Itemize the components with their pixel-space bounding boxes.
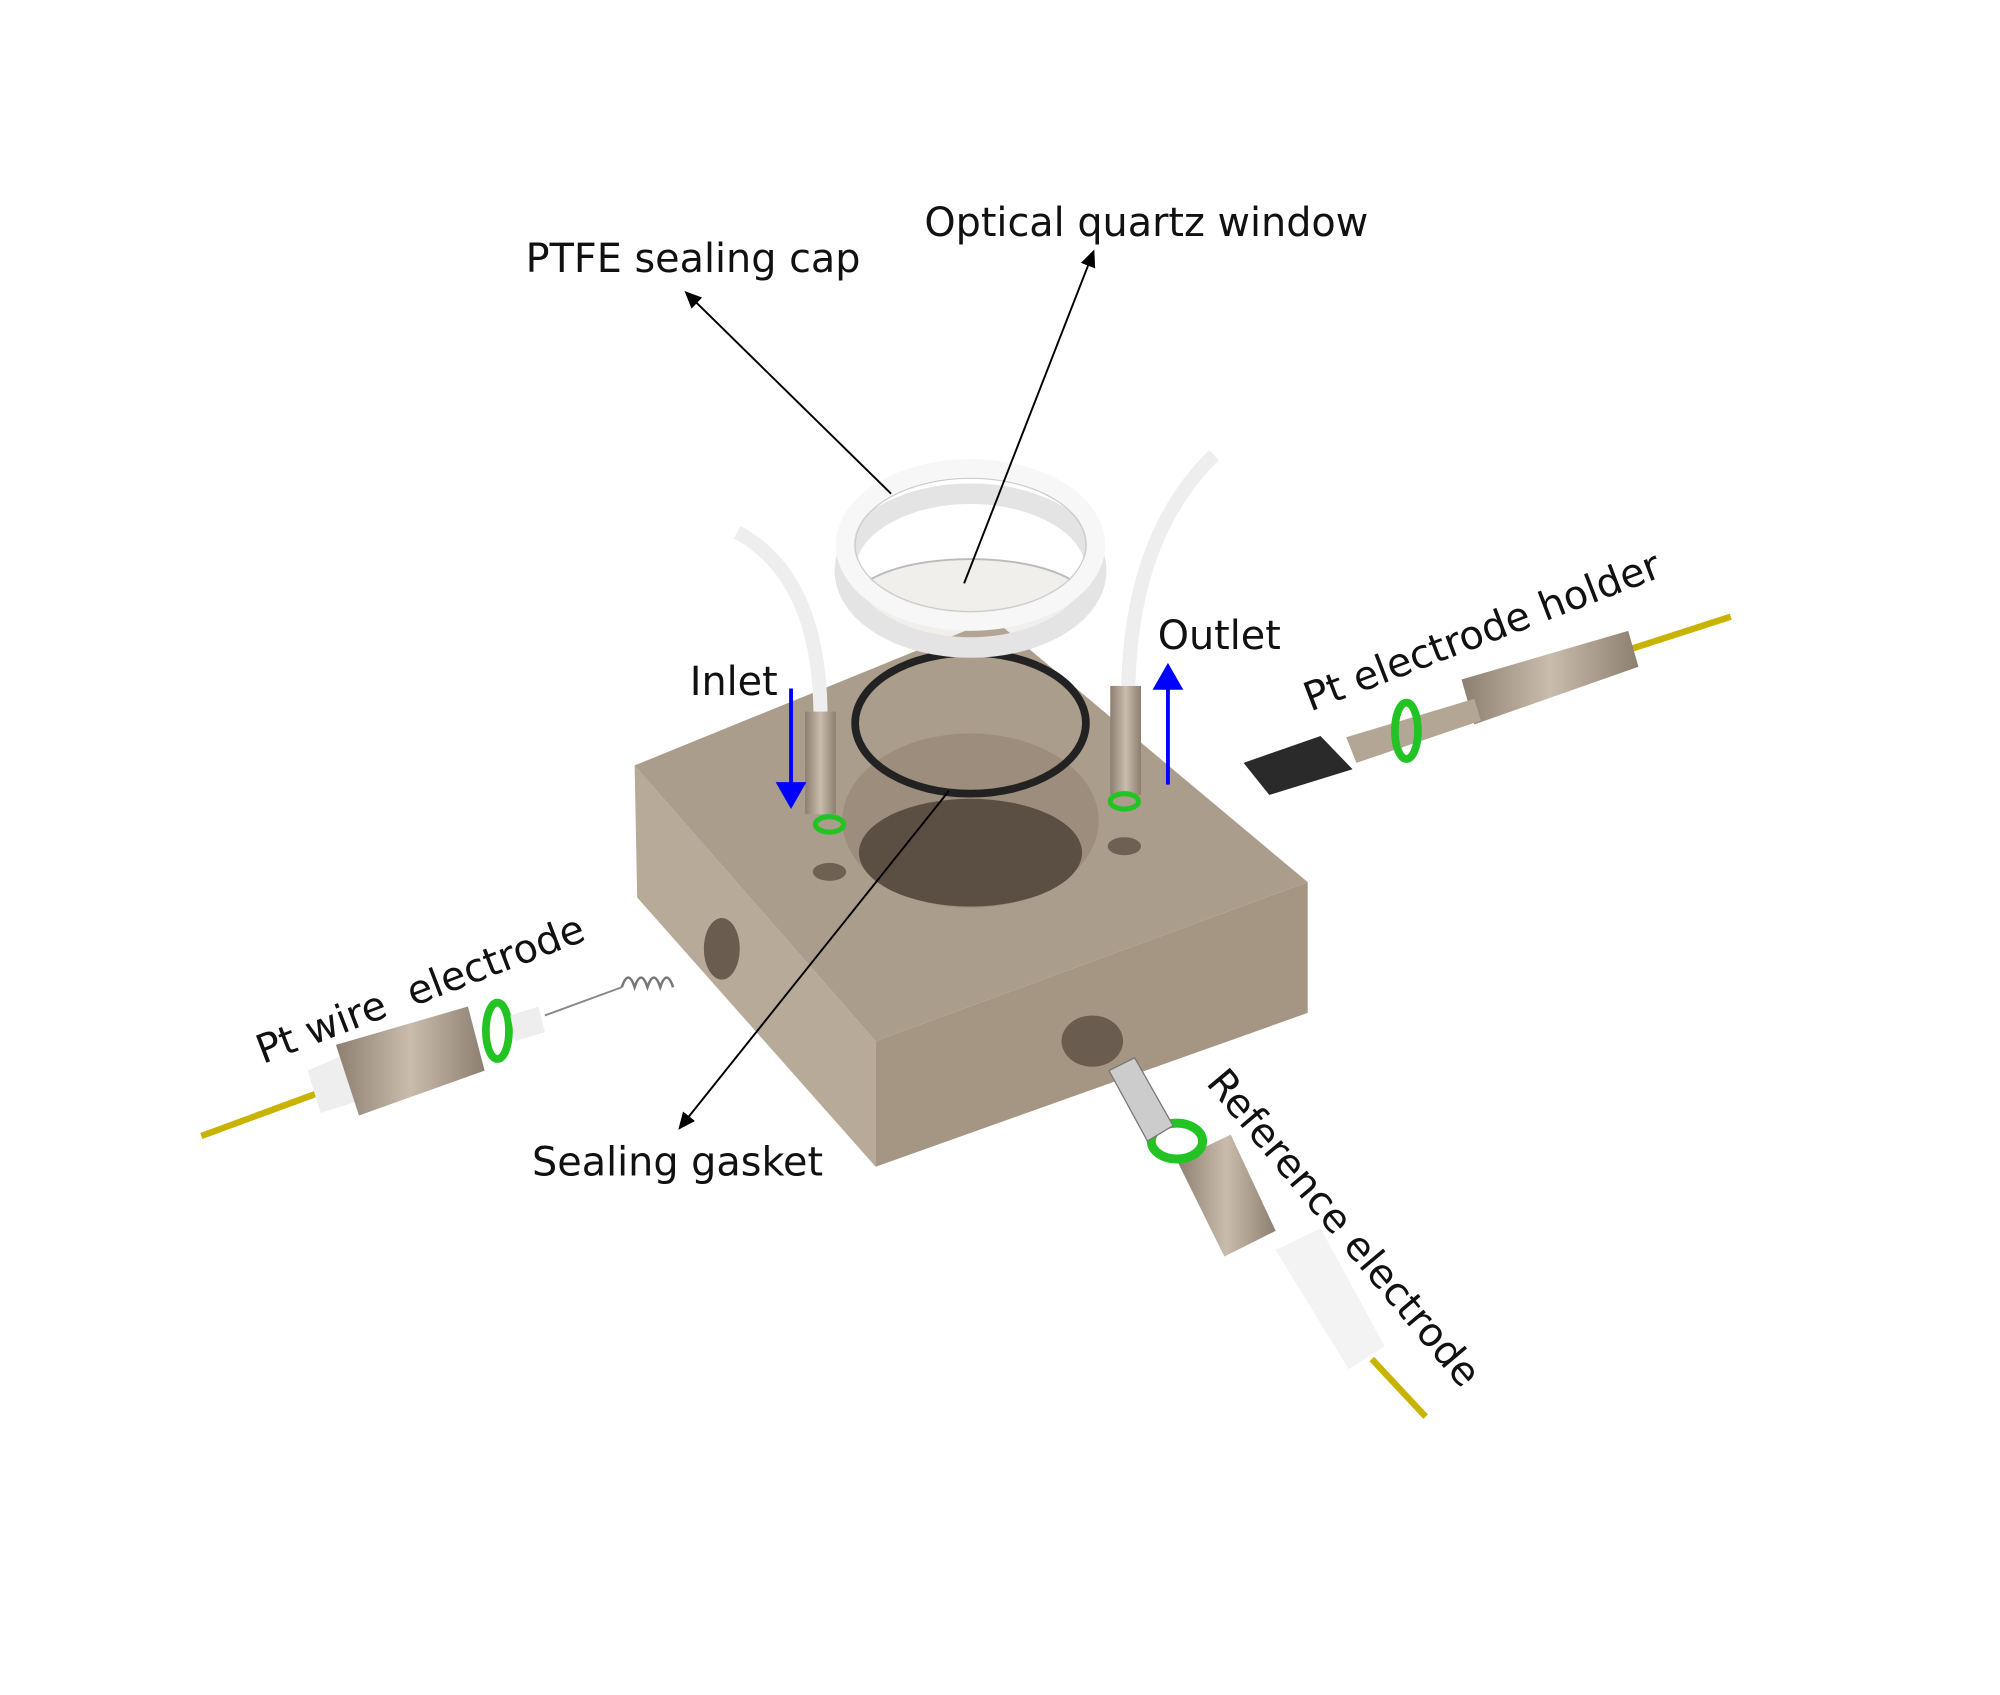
central-hole bbox=[858, 798, 1083, 907]
label-ptfe-sealing-cap: PTFE sealing cap bbox=[526, 236, 861, 282]
label-outlet: Outlet bbox=[1158, 613, 1281, 659]
label-sealing-gasket: Sealing gasket bbox=[532, 1140, 823, 1186]
side-port-left bbox=[703, 918, 740, 980]
screw-hole bbox=[812, 862, 847, 881]
label-optical-quartz-window: Optical quartz window bbox=[924, 200, 1368, 246]
cell-body-left-face bbox=[634, 765, 876, 1167]
pt-wire-electrode bbox=[200, 976, 675, 1139]
inlet-tube bbox=[733, 525, 828, 719]
gasket-leader bbox=[678, 790, 950, 1130]
side-port-front bbox=[1061, 1015, 1124, 1067]
screw-hole bbox=[1107, 837, 1142, 856]
quartz-window-leader bbox=[963, 249, 1096, 584]
inlet-oring bbox=[812, 814, 847, 835]
label-inlet: Inlet bbox=[690, 659, 778, 705]
outlet-oring bbox=[1107, 791, 1142, 812]
outlet-tube bbox=[1121, 450, 1220, 699]
ptfe-sealing-cap bbox=[834, 459, 1107, 658]
pt-electrode-holder bbox=[1243, 613, 1732, 795]
outlet-fitting bbox=[1110, 685, 1142, 795]
ptfe-cap-leader bbox=[684, 291, 892, 495]
inlet-fitting bbox=[805, 711, 836, 815]
cell-body bbox=[634, 619, 1308, 1167]
reference-electrode bbox=[1108, 1056, 1428, 1419]
